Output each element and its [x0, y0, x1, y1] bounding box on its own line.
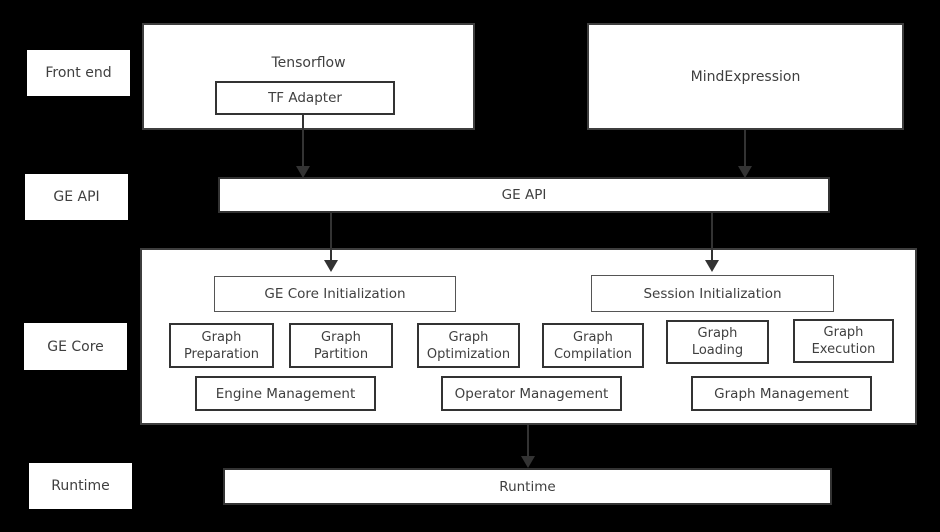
ge-api-bar: GE API: [218, 177, 830, 213]
ge-core-initialization-label: GE Core Initialization: [264, 286, 406, 302]
arrow-ge-api-to-ge-core-initialization: [330, 213, 332, 260]
row-label-ge-core: GE Core: [24, 323, 127, 370]
tensorflow-box: Tensorflow TF Adapter: [142, 23, 475, 130]
arrow-mind-expression-to-ge-api: [744, 130, 746, 166]
operator-management-box: Operator Management: [441, 376, 622, 411]
session-initialization-label: Session Initialization: [643, 285, 782, 302]
tensorflow-label: Tensorflow: [271, 55, 346, 71]
ge-core-initialization-box: GE Core Initialization: [214, 276, 456, 312]
engine-management-box: Engine Management: [195, 376, 376, 411]
row-label-runtime-text: Runtime: [51, 478, 110, 494]
arrow-ge-core-to-runtime: [527, 425, 529, 456]
tf-adapter-label: TF Adapter: [268, 90, 342, 106]
mind-expression-box: MindExpression: [587, 23, 904, 130]
arrow-head-ge-api-to-session-initialization: [705, 260, 719, 272]
engine-management-label: Engine Management: [215, 385, 356, 402]
graph-management-label: Graph Management: [714, 385, 849, 402]
graph-management-box: Graph Management: [691, 376, 872, 411]
session-initialization-box: Session Initialization: [591, 275, 834, 312]
row-label-runtime: Runtime: [29, 463, 132, 509]
runtime-bar-label: Runtime: [499, 478, 556, 495]
arrow-head-ge-api-to-ge-core-initialization: [324, 260, 338, 272]
mind-expression-label: MindExpression: [690, 68, 801, 85]
row-label-ge-api-text: GE API: [53, 189, 100, 205]
arrow-head-mind-expression-to-ge-api: [738, 166, 752, 178]
operator-management-label: Operator Management: [454, 385, 609, 402]
ge-core-container: GE Core Initialization Session Initializ…: [140, 248, 917, 425]
row-label-front-end-text: Front end: [45, 65, 112, 81]
ge-api-bar-label: GE API: [501, 187, 547, 203]
arrow-tf-adapter-to-ge-api: [302, 113, 304, 166]
row-label-front-end: Front end: [27, 50, 130, 96]
arrow-head-tf-adapter-to-ge-api: [296, 166, 310, 178]
tf-adapter-box: TF Adapter: [215, 81, 395, 115]
runtime-bar: Runtime: [223, 468, 832, 505]
row-label-ge-core-text: GE Core: [47, 338, 104, 355]
row-label-ge-api: GE API: [25, 174, 128, 220]
arrow-head-ge-core-to-runtime: [521, 456, 535, 468]
arrow-ge-api-to-session-initialization: [711, 213, 713, 260]
